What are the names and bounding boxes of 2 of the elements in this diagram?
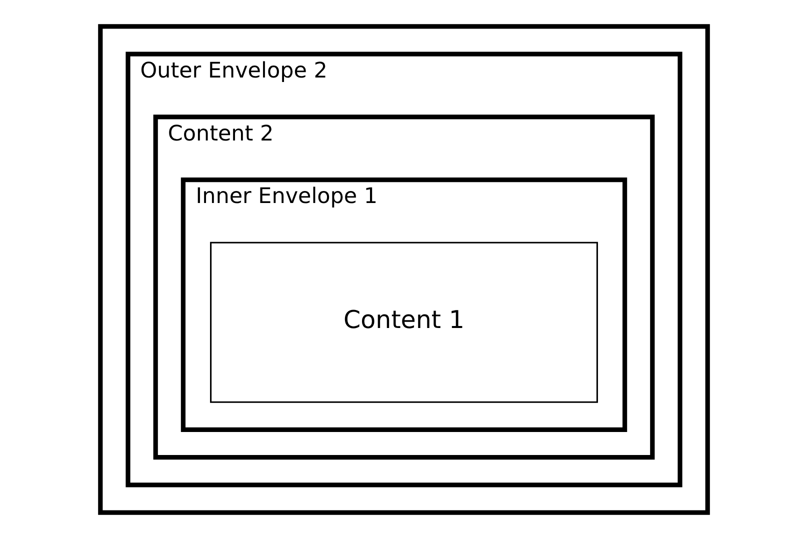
cluster — [98, 24, 710, 515]
node-box: Content 1 — [210, 242, 598, 403]
